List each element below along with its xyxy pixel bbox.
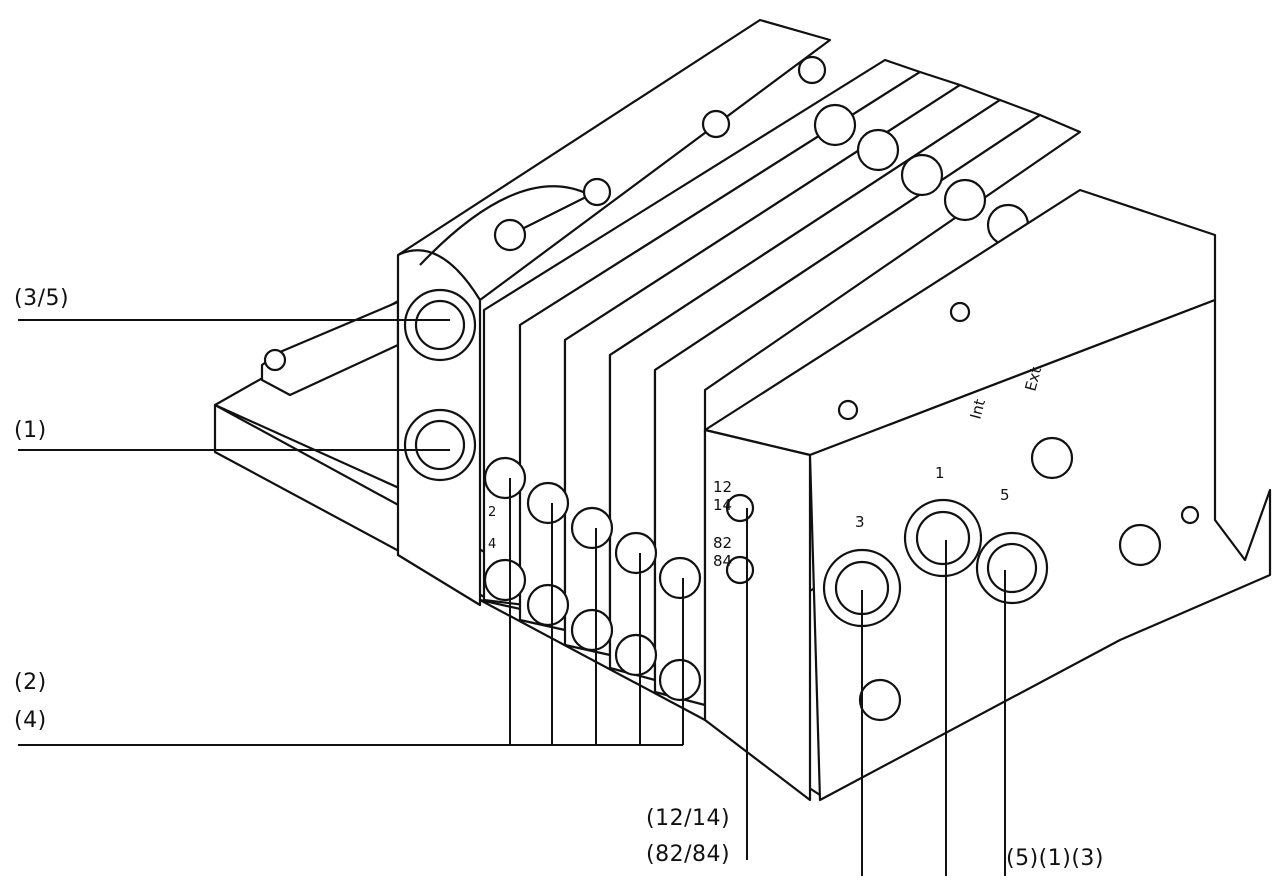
mark-valve-2: 2 <box>488 505 496 520</box>
screw-icon <box>837 399 859 421</box>
screw-icon <box>493 218 527 252</box>
mark-82: 82 <box>713 534 732 552</box>
output-port-icon <box>483 456 702 702</box>
callout-2: (2) <box>14 670 47 695</box>
mark-ext: Ext <box>1021 365 1045 393</box>
callout-5-1-3: (5)(1)(3) <box>1006 846 1104 871</box>
mark-valve-4: 4 <box>488 537 496 552</box>
mark-port-3: 3 <box>855 513 865 531</box>
mounting-hole <box>1030 436 1074 480</box>
callout-3-5: (3/5) <box>14 286 70 311</box>
screw-icon <box>797 55 827 85</box>
callout-82-84: (82/84) <box>646 842 731 867</box>
mark-84: 84 <box>713 552 732 570</box>
mark-port-1: 1 <box>935 464 945 482</box>
solenoid-actuator <box>813 103 1030 247</box>
screw-icon <box>1180 505 1200 525</box>
mark-int: Int <box>966 397 989 421</box>
callout-1: (1) <box>14 418 47 443</box>
callout-4: (4) <box>14 708 47 733</box>
mounting-hole <box>1118 523 1162 567</box>
mark-14: 14 <box>713 496 732 514</box>
screw-icon <box>949 301 971 323</box>
mounting-hole <box>858 678 902 722</box>
screw-icon <box>582 177 612 207</box>
mark-port-5: 5 <box>1000 486 1010 504</box>
callout-12-14: (12/14) <box>646 806 731 831</box>
bracket-screw-icon <box>263 348 287 372</box>
leader-lines <box>18 319 1006 876</box>
valve-slice <box>482 58 1082 707</box>
right-end-plate-front <box>703 428 812 802</box>
mark-12: 12 <box>713 478 732 496</box>
screw-icon <box>701 109 731 139</box>
